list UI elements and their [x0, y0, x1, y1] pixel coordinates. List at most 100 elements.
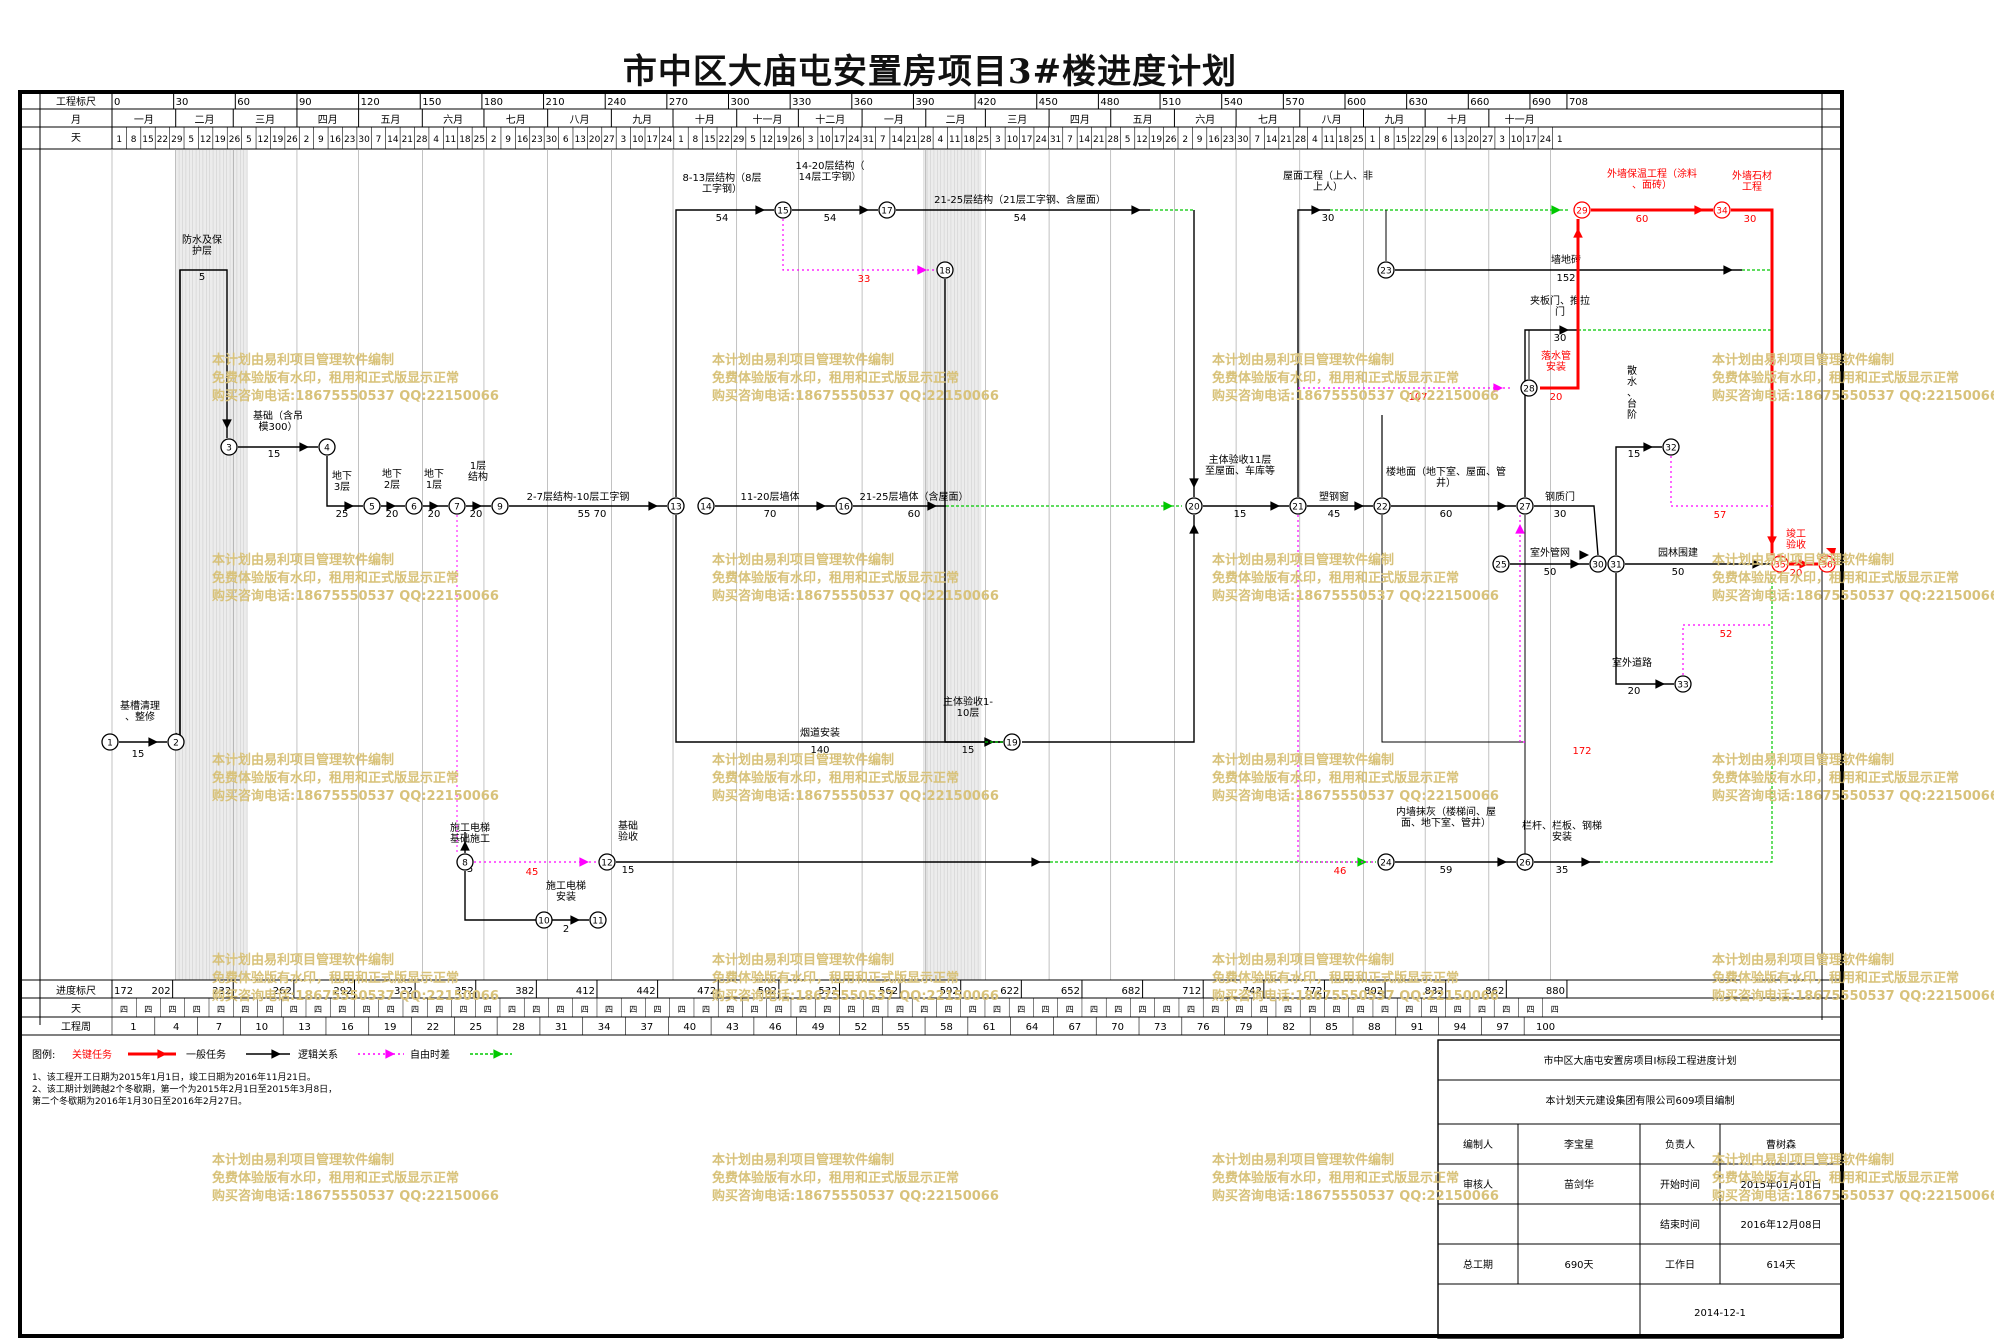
footer-week-label: 28 [512, 1022, 525, 1033]
day-label: 17 [1525, 135, 1536, 145]
month-label: 八月 [570, 114, 590, 126]
scale-tick-label: 30 [176, 97, 189, 108]
month-label: 二月 [946, 114, 966, 126]
day-label: 29 [733, 135, 745, 145]
footer-week-label: 13 [298, 1022, 311, 1033]
footer-week-label: 64 [1026, 1022, 1039, 1033]
event-node-number: 1 [107, 739, 113, 749]
footer-day-mark: 四 [1114, 1005, 1122, 1014]
legend-float-text: 自由时差 [410, 1048, 450, 1061]
day-label: 21 [1093, 135, 1104, 145]
event-node-number: 15 [777, 207, 788, 217]
day-label: 11 [445, 135, 456, 145]
day-label: 30 [546, 135, 558, 145]
day-label: 21 [402, 135, 413, 145]
day-label: 30 [1237, 135, 1249, 145]
footer-week-label: 67 [1068, 1022, 1081, 1033]
footer-week-label: 76 [1197, 1022, 1210, 1033]
footer-week-label: 55 [897, 1022, 910, 1033]
task-duration: 54 [1014, 213, 1027, 224]
event-node [220, 438, 238, 456]
day-label: 7 [1254, 135, 1260, 145]
task-arrow-arrow [1270, 501, 1280, 511]
day-label: 8 [1384, 135, 1390, 145]
event-node-number: 19 [1006, 739, 1018, 749]
footer-scale-label: 532 [818, 986, 837, 997]
event-node [697, 497, 715, 515]
day-label: 2 [1182, 135, 1188, 145]
task-arrow-arrow [1189, 478, 1199, 488]
task-duration: 20 [470, 509, 483, 520]
task-arrow-arrow [570, 915, 580, 925]
day-label: 25 [474, 135, 485, 145]
day-label: 22 [1410, 135, 1421, 145]
task-duration: 5 [199, 272, 205, 283]
footer-day-mark: 四 [1284, 1005, 1292, 1014]
event-node-number: 27 [1519, 503, 1530, 513]
day-label: 10 [632, 135, 644, 145]
winter-band-1 [175, 150, 248, 980]
task-arrow [1615, 573, 1674, 685]
footer-scale-label: 802 [1364, 986, 1383, 997]
winter-band-2 [923, 150, 982, 980]
task-duration: 15 [1628, 449, 1641, 460]
day-label: 24 [848, 135, 860, 145]
critical-arrow-arrow [1573, 228, 1583, 238]
day-label: 12 [762, 135, 773, 145]
footer-week-label: 91 [1411, 1022, 1424, 1033]
footer-day-mark: 四 [168, 1005, 176, 1014]
day-label: 12 [258, 135, 269, 145]
day-label: 28 [1295, 135, 1307, 145]
task-label: 2-7层结构-10层工字钢 [527, 490, 630, 503]
day-label: 11 [1324, 135, 1335, 145]
task-label: 3层 [334, 481, 350, 493]
month-label: 十二月 [815, 113, 845, 126]
event-node [774, 201, 792, 219]
day-label: 22 [157, 135, 168, 145]
footer-week-label: 79 [1240, 1022, 1253, 1033]
footer-day-mark: 四 [1405, 1005, 1413, 1014]
legend-note: 2、该工期计划跨越2个冬歇期，第一个为2015年2月1日至2015年3月8日， [32, 1083, 337, 1095]
day-label: 19 [1151, 135, 1163, 145]
header-row-label: 天 [71, 133, 81, 144]
footer-week-label: 94 [1454, 1022, 1467, 1033]
legend-normal-line-arrow [271, 1049, 281, 1059]
footer-day-mark: 四 [314, 1005, 322, 1014]
day-label: 14 [891, 135, 903, 145]
ground-line [1742, 269, 1773, 555]
day-label: 3 [621, 135, 627, 145]
footer-week-label: 70 [1111, 1022, 1124, 1033]
footer-week-label: 4 [173, 1022, 179, 1033]
month-label: 十一月 [1505, 113, 1535, 126]
free-float [1297, 515, 1376, 863]
day-label: 12 [1136, 135, 1147, 145]
month-label: 三月 [1007, 114, 1027, 126]
task-duration: 20 [1790, 568, 1803, 579]
legend-float-line-arrow [493, 1049, 503, 1059]
month-label: 五月 [1133, 114, 1153, 126]
month-label: 九月 [1384, 114, 1404, 126]
month-label: 二月 [194, 114, 214, 126]
footer-day-mark: 四 [1551, 1005, 1559, 1014]
event-node [405, 497, 423, 515]
footer-scale-label: 292 [333, 986, 352, 997]
footer-day-mark: 四 [605, 1005, 613, 1014]
scale-tick-label: 480 [1100, 97, 1119, 108]
footer-day-mark: 四 [144, 1005, 152, 1014]
day-label: 10 [1007, 135, 1019, 145]
task-arrow-arrow [1581, 857, 1591, 867]
task-label: 外墙保温工程（涂料 [1607, 167, 1697, 180]
event-node [1516, 497, 1534, 515]
task-arrow [1615, 446, 1662, 555]
task-label: 工字钢） [702, 182, 742, 195]
task-arrow [675, 209, 774, 497]
day-label: 5 [1125, 135, 1131, 145]
day-label: 20 [1468, 135, 1480, 145]
day-label: 16 [1208, 135, 1220, 145]
task-arrow-arrow [299, 442, 309, 452]
event-node [448, 497, 466, 515]
task-label: 室外管网 [1530, 546, 1570, 559]
task-duration: 54 [824, 213, 837, 224]
task-label: 墙地砖 [1551, 253, 1581, 266]
